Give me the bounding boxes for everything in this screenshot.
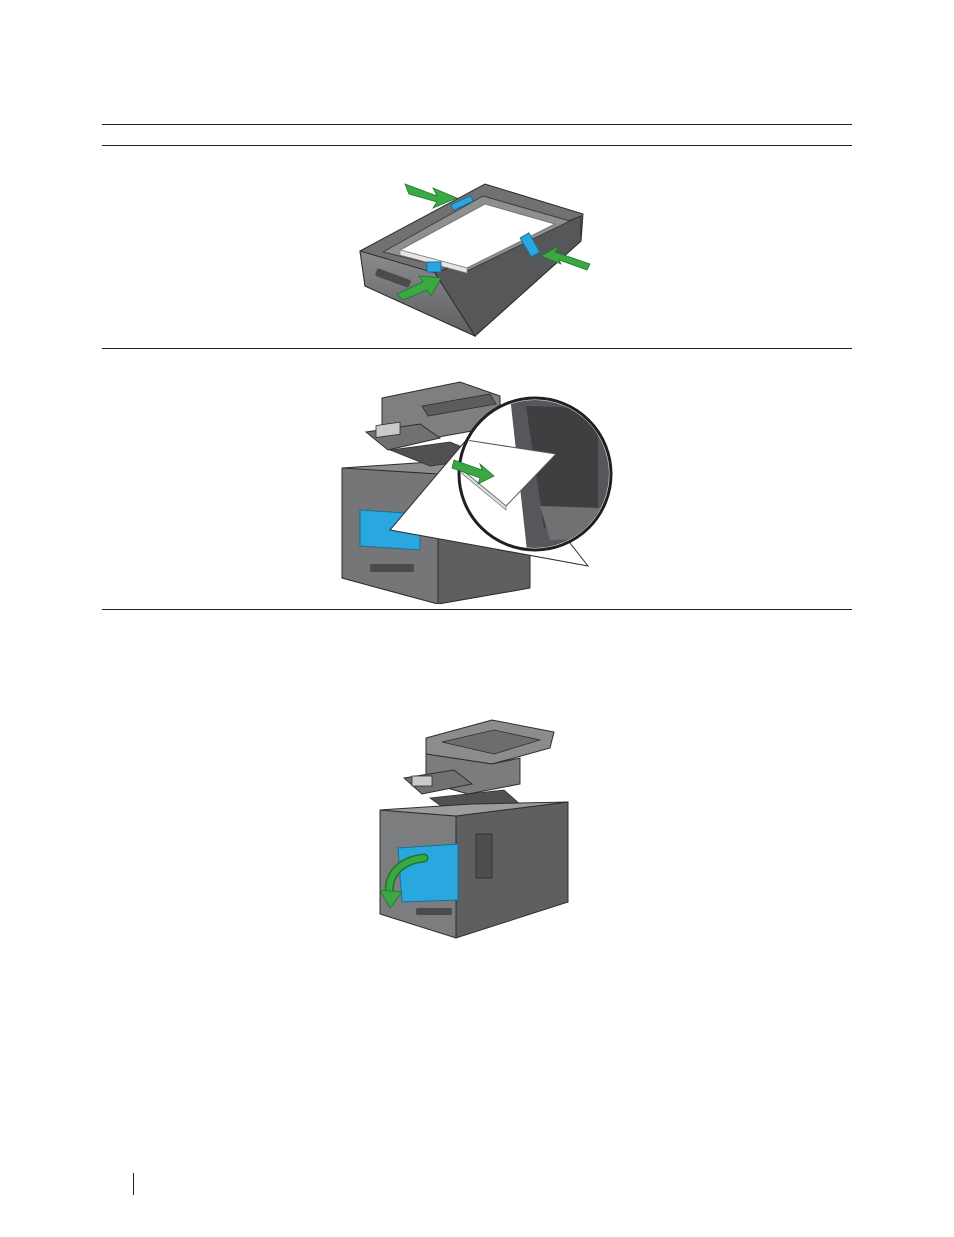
paper-tray-illustration xyxy=(355,176,595,344)
table-header-rule xyxy=(102,145,852,146)
printer-mpf-illustration xyxy=(330,378,615,604)
table-top-rule xyxy=(102,124,852,125)
guide-front xyxy=(427,262,441,272)
table-bottom-rule xyxy=(102,609,852,610)
printer-open-cover-illustration xyxy=(372,718,577,940)
mpf-cover xyxy=(398,844,458,902)
footer-margin-mark xyxy=(133,1173,134,1195)
table-row-rule xyxy=(102,348,852,349)
